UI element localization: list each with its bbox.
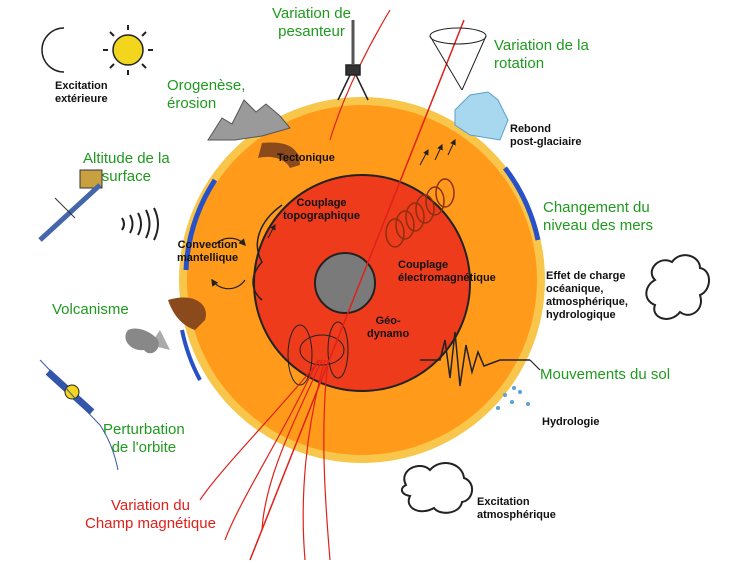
volcano-plate <box>168 297 206 330</box>
gravimeter-icon <box>337 20 369 101</box>
ocean-sw <box>180 329 202 381</box>
topo-arrow-1 <box>267 223 276 239</box>
label-tectonique: Tectonique <box>277 152 335 164</box>
satellite-icon <box>38 169 159 242</box>
convection-arrow-bottom <box>211 278 246 290</box>
seismogram-icon <box>420 331 530 387</box>
gps-satellite-icon <box>39 359 119 471</box>
earth <box>150 97 545 463</box>
ocean-east <box>503 166 541 241</box>
geodynamo-loops <box>287 321 349 386</box>
tectonic-plate <box>258 142 300 168</box>
label-hydrologie: Hydrologie <box>542 416 600 428</box>
ground-motion-arrow <box>529 359 541 371</box>
volcanic-smoke <box>125 328 159 354</box>
convection-flow <box>252 204 283 301</box>
em-coil <box>385 178 455 248</box>
rebound-arrow-3 <box>447 138 456 156</box>
ocean-west <box>183 178 218 271</box>
cloud-icon <box>400 254 710 514</box>
label-volcanisme: Volcanisme <box>52 301 129 318</box>
mountains-icon <box>207 99 291 141</box>
rebound-arrow-1 <box>419 148 429 166</box>
gyroscope-cone-icon <box>429 27 487 91</box>
moon-icon <box>41 27 65 73</box>
label-mouvements-sol: Mouvements du sol <box>540 366 671 383</box>
inner-core <box>314 252 376 314</box>
rain-icon <box>496 386 530 410</box>
ice-icon <box>454 91 509 141</box>
rotation-axis <box>249 19 465 561</box>
sun-icon <box>103 25 153 75</box>
rebound-arrow-2 <box>434 143 443 161</box>
convection-arrow-top <box>214 237 246 247</box>
label-orogenese: Orogenèse,érosion <box>167 77 246 112</box>
label-geodynamo: Géo-dynamo <box>367 315 410 340</box>
